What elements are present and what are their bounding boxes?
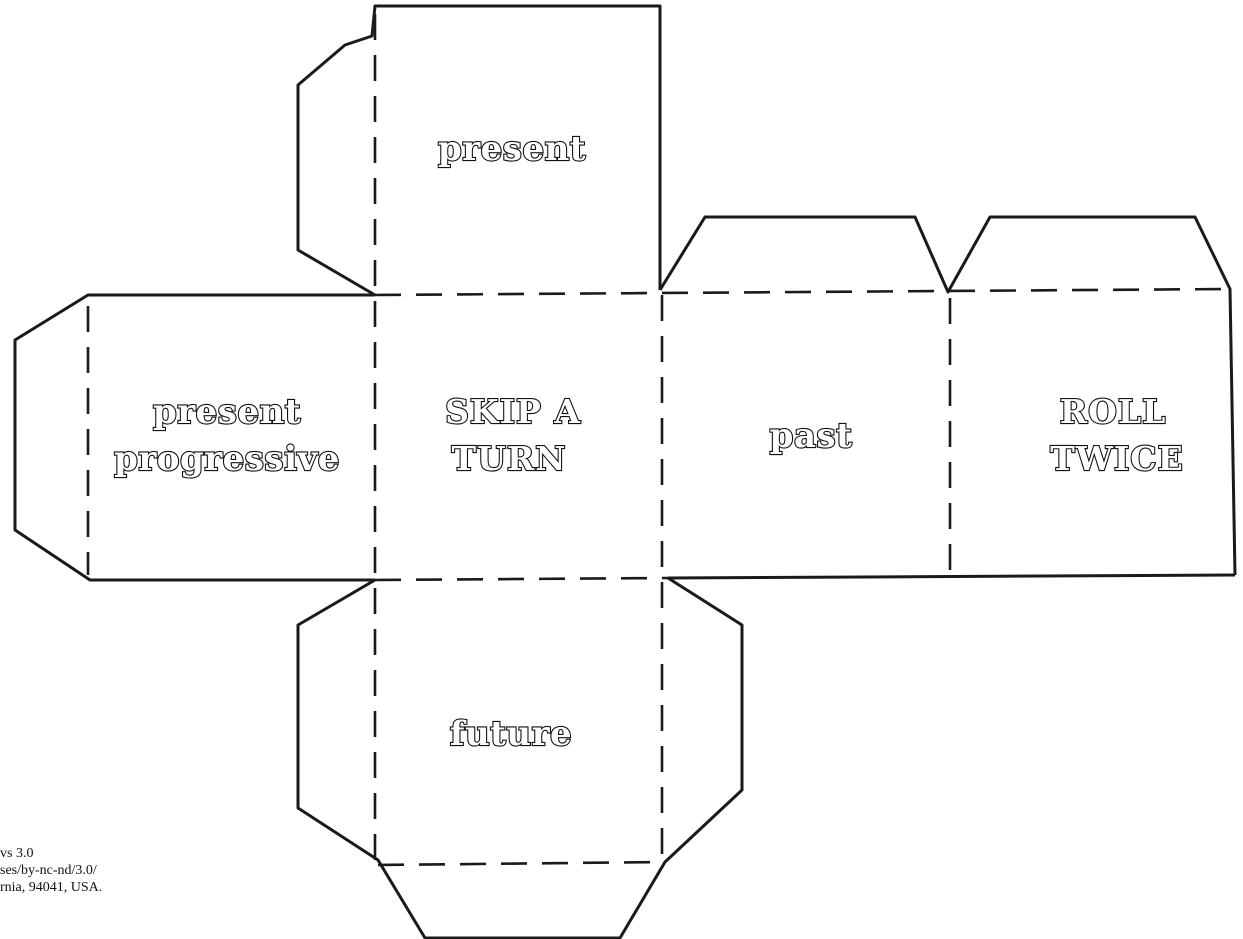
face-label-left-line2: progressive	[114, 439, 340, 479]
top-face-outline	[296, 4, 662, 297]
face-label-center-line1: SKIP A	[445, 392, 581, 431]
face-label-top: present	[438, 129, 586, 169]
face-label-right2-line1: ROLL	[1060, 392, 1167, 431]
face-label-right2-line2: TWICE	[1050, 439, 1183, 478]
face-label-right1: past	[770, 416, 853, 456]
right-bottom-edge	[667, 573, 1236, 580]
license-line-1: vs 3.0	[0, 846, 34, 861]
license-line-2: ses/by-nc-nd/3.0/	[0, 863, 97, 878]
right-tabs-outline	[658, 215, 1237, 576]
fold-lines	[86, 14, 1231, 867]
face-label-left-line1: present	[153, 392, 301, 432]
face-label-center-line2: TURN	[452, 439, 567, 478]
license-line-3: rnia, 94041, USA.	[0, 880, 103, 895]
license-text: vs 3.0 ses/by-nc-nd/3.0/ rnia, 94041, US…	[0, 845, 102, 896]
cut-lines	[13, 4, 1237, 939]
face-label-bottom: future	[450, 714, 572, 754]
bottom-face-outline	[296, 576, 744, 939]
left-face-outline	[13, 293, 375, 582]
